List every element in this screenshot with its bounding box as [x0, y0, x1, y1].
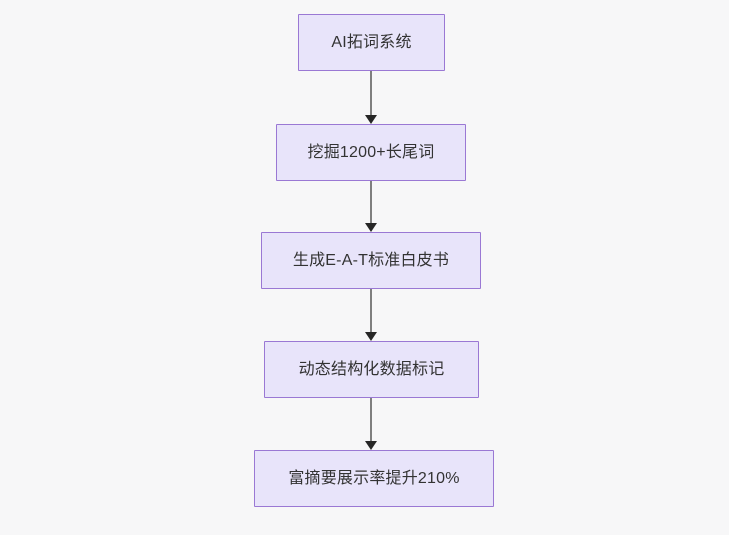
edge-node3-to-node4: [361, 289, 381, 341]
flowchart-node-label: 富摘要展示率提升210%: [288, 469, 460, 487]
flowchart-node-mine-longtail-keywords[interactable]: 挖掘1200+长尾词: [276, 124, 466, 181]
edge-node1-to-node2: [361, 71, 381, 124]
flowchart-node-label: 动态结构化数据标记: [298, 360, 445, 378]
flowchart-node-ai-keyword-system[interactable]: AI拓词系统: [298, 14, 445, 71]
flowchart-node-label: AI拓词系统: [331, 33, 412, 51]
flowchart-node-label: 生成E-A-T标准白皮书: [292, 251, 450, 269]
edge-node4-to-node5: [361, 398, 381, 450]
flowchart-node-label: 挖掘1200+长尾词: [307, 143, 435, 161]
edge-node2-to-node3: [361, 181, 381, 232]
flowchart-node-rich-snippet-rate-increase[interactable]: 富摘要展示率提升210%: [254, 450, 494, 507]
flowchart-node-generate-eat-whitepaper[interactable]: 生成E-A-T标准白皮书: [261, 232, 481, 289]
flowchart-node-dynamic-structured-data-markup[interactable]: 动态结构化数据标记: [264, 341, 479, 398]
